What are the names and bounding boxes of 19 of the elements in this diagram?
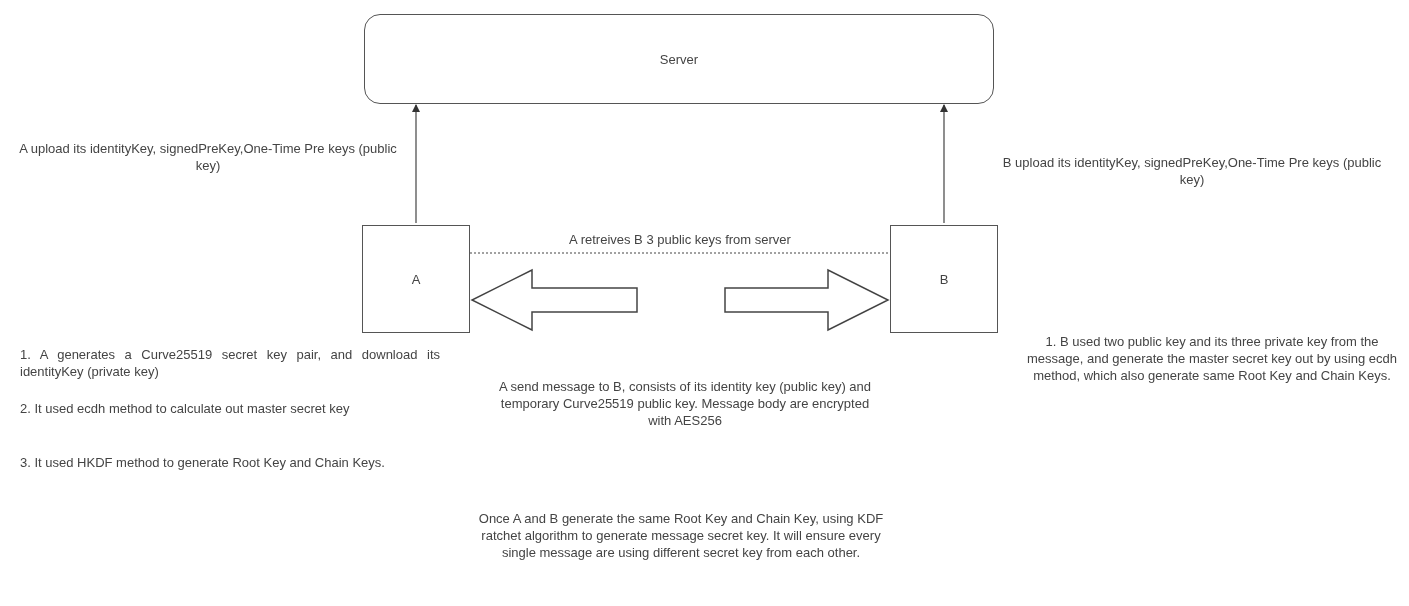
- note-text: 1. B used two public key and its three private key from the message, and generate the master secret key out by using ecdh method, which also generate same Root Key and Chain Keys.: [1026, 333, 1398, 384]
- node-label: B: [939, 270, 949, 288]
- node-label: A: [411, 270, 421, 288]
- block-arrow: [470, 268, 638, 332]
- note-text: 1. A generates a Curve25519 secret key pair, and download its identityKey (private key): [20, 346, 440, 380]
- note-text: A send message to B, consists of its identity key (public key) and temporary Curve25519 public key. Message body are encrypted with AES256: [497, 378, 873, 429]
- note-text: Once A and B generate the same Root Key and Chain Key, using KDF ratchet algorithm to generate message secret key. It will ensure every single message are using different secret key from each other.: [477, 510, 885, 561]
- note-text: B upload its identityKey, signedPreKey,One-Time Pre keys (public key): [1001, 154, 1383, 188]
- client-box: [362, 225, 470, 333]
- arrow: [940, 104, 948, 224]
- server-box: [364, 14, 994, 104]
- block-arrow: [724, 268, 890, 332]
- dashed-connector: [469, 252, 891, 254]
- note-text: A upload its identityKey, signedPreKey,One-Time Pre keys (public key): [18, 140, 398, 174]
- note-text: 3. It used HKDF method to generate Root Key and Chain Keys.: [20, 454, 386, 471]
- note-text: 2. It used ecdh method to calculate out master secret key: [20, 400, 351, 417]
- node-label: Server: [659, 50, 699, 68]
- client-box: [890, 225, 998, 333]
- arrow: [412, 104, 420, 224]
